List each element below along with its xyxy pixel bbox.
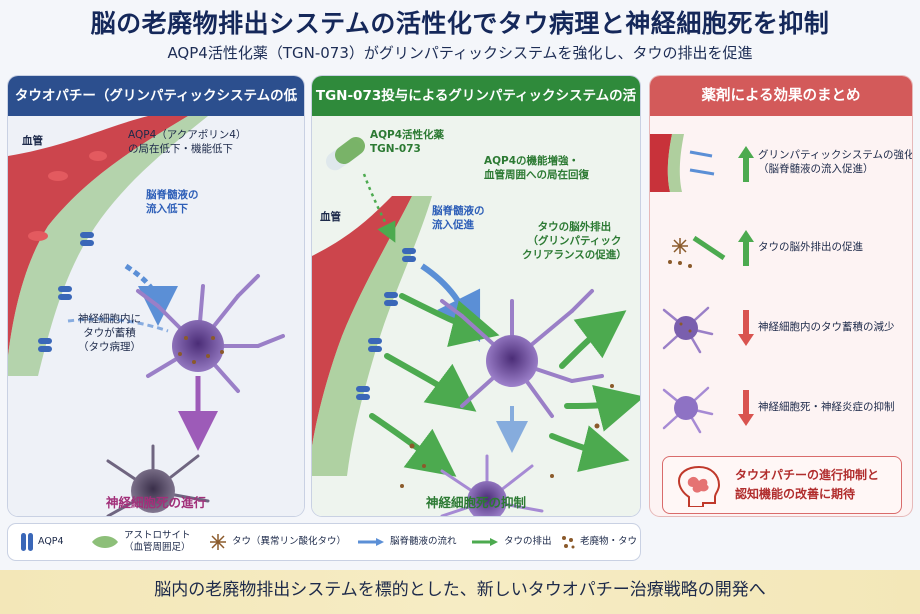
drug-capsule-icon: [325, 137, 365, 171]
legend: AQP4 アストロサイト （血管周囲足） タウ（異常リン酸化タウ） 脳脊髄液の流…: [8, 524, 640, 560]
vessel-label: 血管: [22, 135, 43, 147]
panel-tgn073-heading: TGN-073投与によるグリンパティックシステムの活性化: [312, 76, 640, 144]
legend-item: 老廃物・タウ: [560, 524, 637, 560]
vessel-label: 血管: [320, 211, 341, 223]
panel-tgn073: TGN-073投与によるグリンパティックシステムの活性化: [312, 76, 640, 516]
summary-item: グリンパティックシステムの強化 （脳脊髄液の流入促進）: [650, 134, 912, 192]
tau-clearance-label: タウの脳外排出 （グリンパティック クリアランスの促進）: [522, 221, 627, 261]
aqp4-channel-icon: [356, 248, 416, 400]
aqp4-enhanced-label: AQP4の機能増強・ 血管周囲への局在回復: [484, 155, 589, 181]
tgn073-illustration: [312, 116, 640, 516]
panel-tauopathy-heading: タウオパチー（グリンパティックシステムの低下）: [8, 76, 304, 144]
decrease-arrow-icon: [738, 310, 754, 346]
legend-label: タウの排出: [504, 536, 552, 547]
decrease-arrow-icon: [738, 390, 754, 426]
legend-label: タウ（異常リン酸化タウ）: [232, 536, 347, 547]
aqp4-reduced-label: AQP4（アクアポリン4） の局在低下・機能低下: [128, 129, 247, 155]
neuron-thumbnail-icon: [662, 386, 714, 434]
legend-item: 脳脊髄液の流れ: [356, 524, 457, 560]
waste-legend-icon: [562, 536, 575, 549]
increase-arrow-icon: [738, 146, 754, 182]
tau-clearance-legend-icon: [472, 538, 498, 546]
summary-item-text: グリンパティックシステムの強化 （脳脊髄液の流入促進）: [758, 149, 912, 175]
legend-label: アストロサイト （血管周囲足）: [124, 530, 191, 553]
csf-flow-legend-icon: [358, 538, 384, 546]
neuron-tau-thumbnail-icon: [662, 306, 714, 354]
summary-item-text: タウの脳外排出の促進: [758, 241, 863, 253]
tau-accumulation-label: 神経細胞内に タウが蓄積 （タウ病理）: [78, 313, 141, 353]
panel-tauopathy: タウオパチー（グリンパティックシステムの低下）: [8, 76, 304, 516]
summary-item: 神経細胞内のタウ蓄積の減少: [650, 298, 912, 356]
expectation-callout: タウオパチーの進行抑制と 認知機能の改善に期待: [662, 456, 902, 514]
legend-item: タウの排出: [470, 524, 552, 560]
legend-label: 老廃物・タウ: [580, 536, 638, 547]
expectation-callout-text: タウオパチーの進行抑制と 認知機能の改善に期待: [735, 468, 880, 501]
legend-item: AQP4: [20, 524, 64, 560]
tau-legend-icon: [210, 534, 226, 550]
summary-item-text: 神経細胞死・神経炎症の抑制: [758, 401, 895, 413]
neuronal-death-progress-caption: 神経細胞死の進行: [105, 495, 206, 510]
bottom-banner: 脳内の老廃物排出システムを標的とした、新しいタウオパチー治療戦略の開発へ: [0, 570, 920, 614]
aqp4-channel-icon: [38, 232, 94, 352]
summary-item-text: 神経細胞内のタウ蓄積の減少: [758, 321, 895, 333]
tauopathy-illustration: [8, 116, 304, 516]
csf-reduced-label: 脳脊髄液の 流入低下: [146, 189, 199, 215]
aqp4-legend-icon: [21, 533, 33, 551]
vessel-thumbnail-icon: [650, 134, 715, 192]
neuronal-death-suppression-caption: 神経細胞死の抑制: [425, 495, 526, 510]
tau-clearance-thumbnail-icon: [668, 235, 726, 268]
legend-item: アストロサイト （血管周囲足）: [90, 524, 191, 560]
page-title: 脳の老廃物排出システムの活性化でタウ病理と神経細胞死を抑制: [90, 9, 830, 38]
legend-label: 脳脊髄液の流れ: [390, 536, 457, 547]
panel-summary: 薬剤による効果のまとめ グリンパティックシステムの強化 （脳脊髄液の流入促進） …: [650, 76, 912, 516]
astrocyte-endfeet: [312, 196, 432, 476]
legend-label: AQP4: [38, 536, 64, 547]
astrocyte-legend-icon: [92, 536, 118, 548]
blood-vessel: [312, 196, 412, 446]
astrocyte-endfeet: [8, 116, 208, 376]
brain-head-icon: [677, 465, 721, 507]
panel-summary-heading: 薬剤による効果のまとめ: [650, 76, 912, 116]
increase-arrow-icon: [738, 230, 754, 266]
legend-item: タウ（異常リン酸化タウ）: [208, 524, 346, 560]
csf-increased-label: 脳脊髄液の 流入促進: [432, 205, 485, 231]
drug-label: AQP4活性化薬 TGN-073: [370, 129, 445, 155]
page-subtitle: AQP4活性化薬（TGN-073）がグリンパティックシステムを強化し、タウの排出…: [167, 44, 753, 62]
summary-item: タウの脳外排出の促進: [650, 218, 912, 276]
summary-item: 神経細胞死・神経炎症の抑制: [650, 378, 912, 436]
